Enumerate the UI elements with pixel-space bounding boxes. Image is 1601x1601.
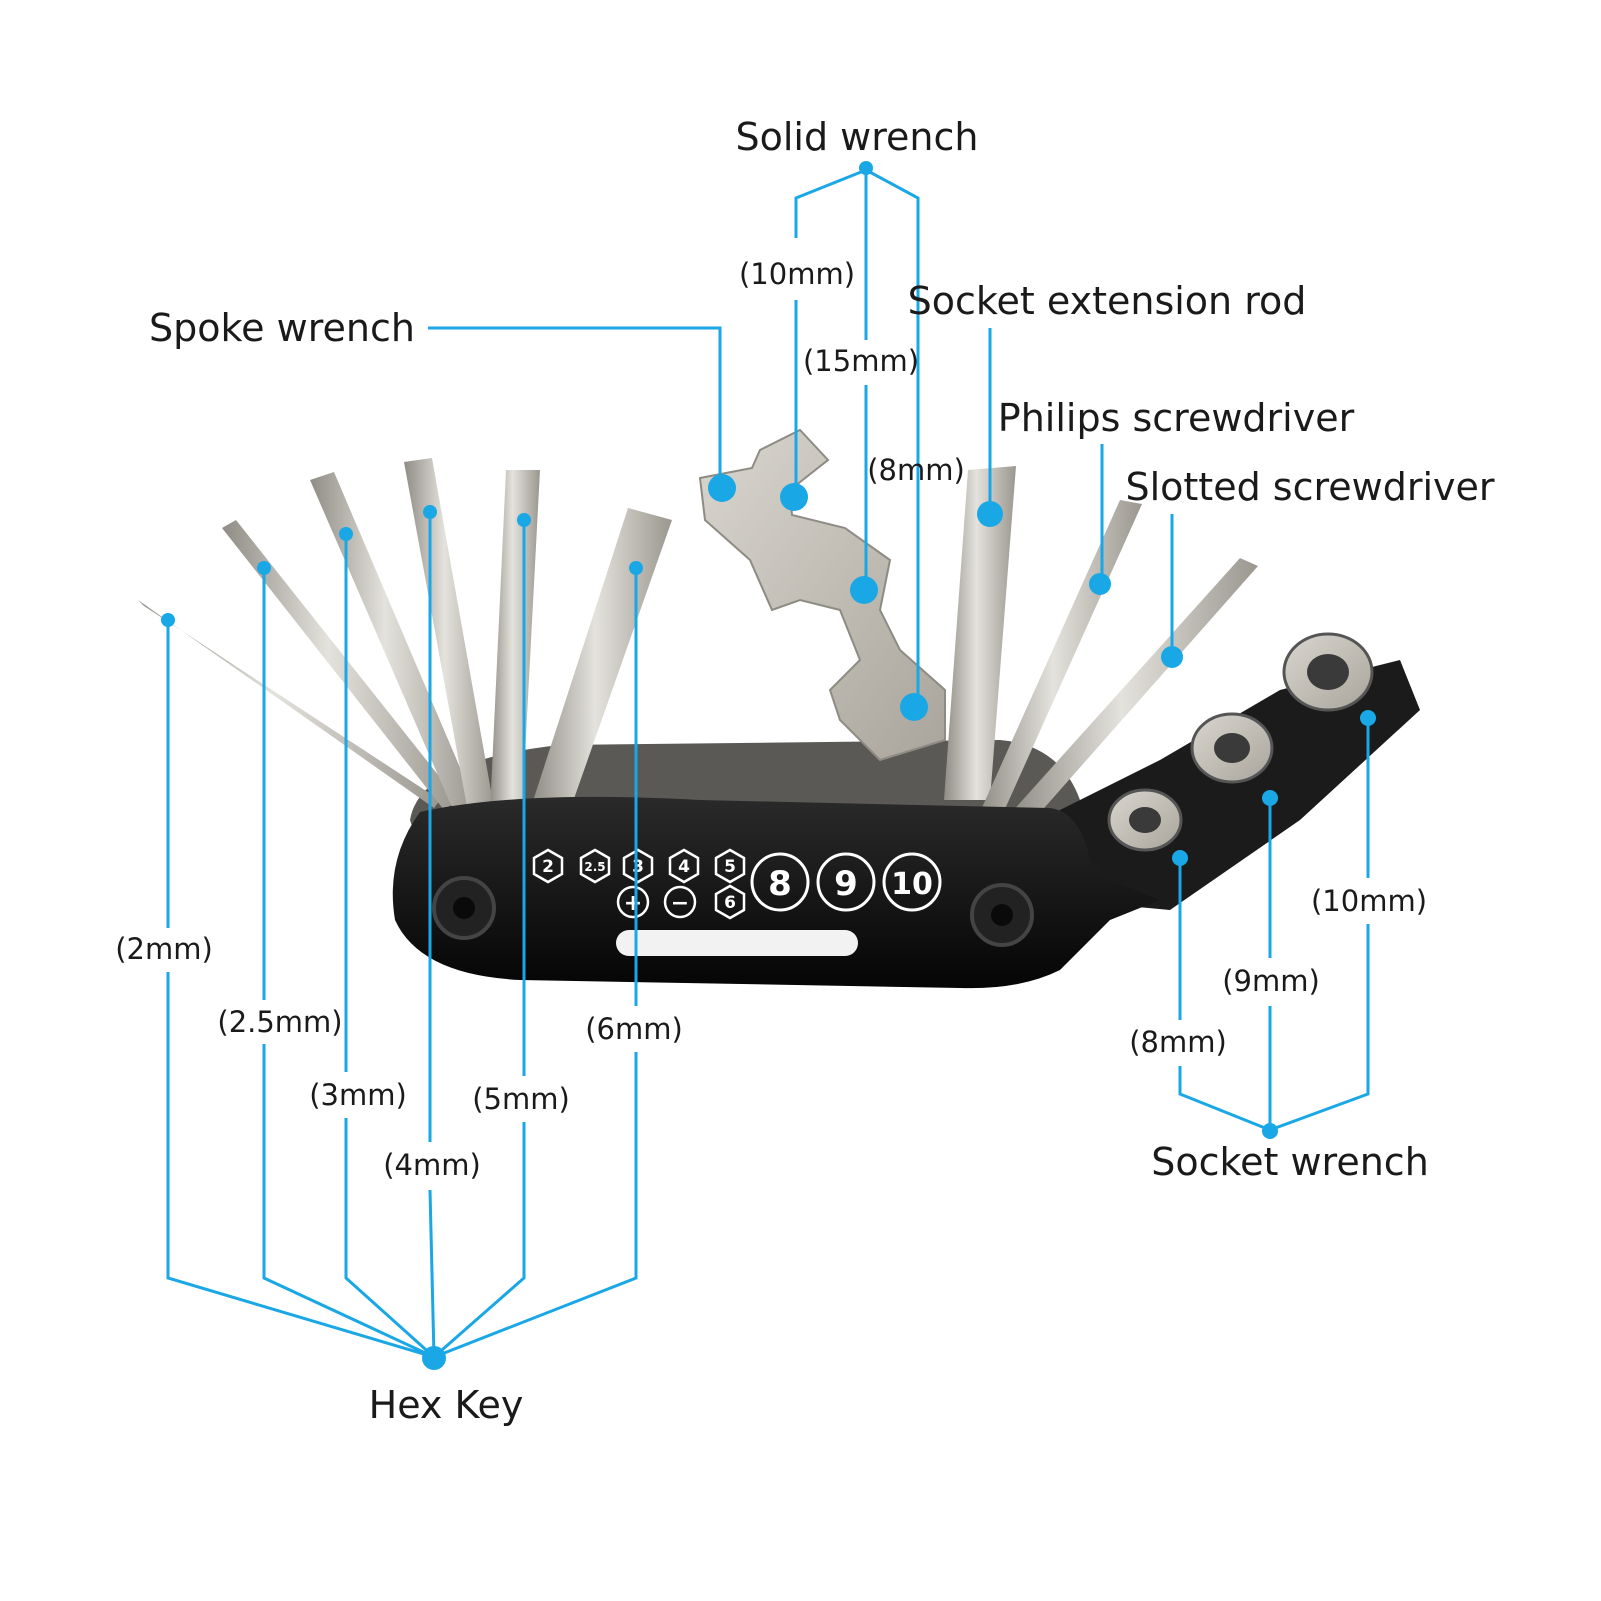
label-spoke-wrench: Spoke wrench — [149, 306, 415, 350]
dot-hex-3mm — [339, 527, 353, 541]
hex-mark-2-5: 2.5 — [584, 860, 605, 874]
label-solid-wrench-8mm: (8mm) — [867, 453, 965, 487]
hex-mark-3: 3 — [632, 857, 644, 877]
philips-mark-ring — [616, 885, 650, 919]
label-hex-key: Hex Key — [369, 1383, 524, 1427]
label-solid-wrench: Solid wrench — [736, 115, 979, 159]
leader-solid-wrench-right — [865, 168, 920, 705]
hex-keys — [138, 458, 672, 812]
hex-key-2mm — [138, 600, 440, 808]
leader-hex-5mm-low — [433, 1122, 526, 1359]
dot-solid-wrench-8mm — [900, 693, 928, 721]
slotted-screwdriver — [1010, 558, 1258, 824]
dot-solid-wrench-10mm — [780, 483, 808, 511]
hex-mark-3-shape — [622, 848, 654, 884]
leader-socket-10mm-low — [1269, 924, 1370, 1132]
dot-hex-2-5mm — [257, 561, 271, 575]
leader-spoke-wrench — [428, 326, 722, 486]
label-philips-screwdriver: Philips screwdriver — [998, 396, 1355, 440]
socket-mark-10-ring — [882, 852, 942, 912]
label-solid-wrench-15mm: (15mm) — [803, 344, 919, 378]
hex-mark-6: 6 — [724, 893, 736, 913]
body-screw-right-hole — [991, 904, 1013, 926]
label-socket-9mm: (9mm) — [1222, 964, 1320, 998]
hex-key-5mm — [490, 470, 540, 812]
label-socket-8mm: (8mm) — [1129, 1025, 1227, 1059]
label-slotted-screwdriver: Slotted screwdriver — [1125, 465, 1494, 509]
dot-hex-2mm — [161, 613, 175, 627]
dot-spoke-wrench — [708, 474, 736, 502]
label-hex-2mm: (2mm) — [115, 932, 213, 966]
labels: Solid wrench Socket extension rod Spoke … — [115, 115, 1495, 1427]
dot-socket-extension-rod — [977, 501, 1003, 527]
callout-dots — [161, 161, 1376, 1370]
label-socket-extension-rod: Socket extension rod — [908, 279, 1307, 323]
hex-mark-6-shape — [714, 884, 746, 920]
label-hex-3mm: (3mm) — [309, 1078, 407, 1112]
dot-hex-6mm — [629, 561, 643, 575]
dot-solid-wrench-15mm — [850, 576, 878, 604]
dot-socket-8mm — [1172, 850, 1188, 866]
hex-mark-2: 2 — [542, 857, 554, 877]
socket-extension-rod — [944, 466, 1016, 800]
tool-illustration: 2 2.5 3 4 5 6 + − 8 9 10 — [138, 428, 1420, 989]
body-markings: 2 2.5 3 4 5 6 + − 8 9 10 — [532, 848, 942, 920]
leader-socket-8mm-low — [1178, 1066, 1271, 1132]
leader-hex-4mm-low — [428, 1189, 436, 1358]
socket-mark-10: 10 — [891, 867, 933, 902]
hex-mark-2-shape — [532, 848, 564, 884]
hex-mark-badge: 2 2.5 3 4 5 6 — [532, 848, 746, 920]
socket-mark-9-ring — [816, 852, 876, 912]
dot-hex-5mm — [517, 513, 531, 527]
socket-mark-8-ring — [750, 852, 810, 912]
leader-hex-2-5mm-low — [262, 1044, 435, 1359]
hex-mark-2-5-shape — [579, 848, 611, 884]
socket-arm — [1040, 632, 1420, 910]
philips-mark: + — [624, 891, 642, 916]
leader-solid-wrench-left — [794, 168, 867, 238]
socket-9mm-hole — [1214, 733, 1250, 763]
leader-hex-2mm-low — [166, 972, 435, 1359]
socket-10mm-hole — [1307, 654, 1349, 690]
leader-hex-3mm-low — [344, 1118, 436, 1359]
hex-key-2-5mm — [222, 520, 458, 810]
label-socket-wrench: Socket wrench — [1151, 1140, 1429, 1184]
slotted-mark: − — [671, 891, 689, 916]
dot-socket-10mm — [1360, 710, 1376, 726]
dot-hex-key-hub — [422, 1346, 446, 1370]
leader-lines — [166, 168, 1370, 1359]
label-socket-10mm: (10mm) — [1311, 884, 1427, 918]
dot-philips-screwdriver — [1089, 573, 1111, 595]
hex-mark-4-shape — [668, 848, 700, 884]
hex-mark-5-shape — [714, 848, 746, 884]
dot-socket-9mm — [1262, 790, 1278, 806]
dot-socket-wrench-hub — [1262, 1123, 1278, 1139]
socket-mark-9: 9 — [834, 864, 858, 904]
hex-key-3mm — [310, 472, 476, 812]
dot-hex-4mm — [423, 505, 437, 519]
socket-mark-8: 8 — [768, 864, 792, 904]
leader-hex-6mm-low — [433, 1052, 638, 1359]
label-hex-5mm: (5mm) — [472, 1082, 570, 1116]
label-solid-wrench-10mm: (10mm) — [739, 257, 855, 291]
dot-solid-wrench-top — [859, 161, 873, 175]
hex-mark-5: 5 — [724, 857, 736, 877]
body-slot — [616, 930, 858, 956]
wrench-plate — [698, 428, 946, 762]
dot-slotted-screwdriver — [1161, 646, 1183, 668]
label-hex-6mm: (6mm) — [585, 1012, 683, 1046]
socket-8mm-hole — [1129, 807, 1161, 833]
hex-key-4mm — [404, 458, 494, 812]
label-hex-4mm: (4mm) — [383, 1148, 481, 1182]
label-hex-2-5mm: (2.5mm) — [217, 1005, 342, 1039]
body-screw-left-hole — [453, 897, 475, 919]
hex-mark-4: 4 — [678, 857, 690, 877]
slotted-mark-ring — [663, 885, 697, 919]
tool-body — [392, 796, 1160, 989]
